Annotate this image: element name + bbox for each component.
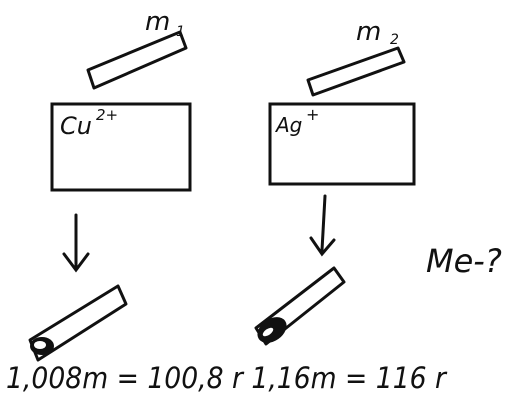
label-ag-ion: Ag <box>274 113 302 137</box>
label-ag-charge: + <box>306 105 319 124</box>
plate-cu-after <box>28 284 128 362</box>
label-m2: m <box>356 17 381 47</box>
arrow-right <box>309 194 336 257</box>
label-m1-subscript: 1 <box>176 24 185 40</box>
plate-m2 <box>306 46 406 97</box>
beaker-cu <box>50 102 192 192</box>
beaker-ag <box>268 102 416 186</box>
label-cu-ion: Cu <box>60 112 92 140</box>
plate-ag-after <box>254 266 346 346</box>
equation-text: 1,008m = 100,8 r 1,16m = 116 r <box>6 361 448 395</box>
plate-m1 <box>86 30 188 90</box>
label-m1: m <box>145 7 170 37</box>
label-cu-charge: 2+ <box>96 106 118 124</box>
question-metal: Me-? <box>426 242 502 280</box>
label-m2-subscript: 2 <box>390 32 399 48</box>
arrow-left <box>62 213 90 273</box>
